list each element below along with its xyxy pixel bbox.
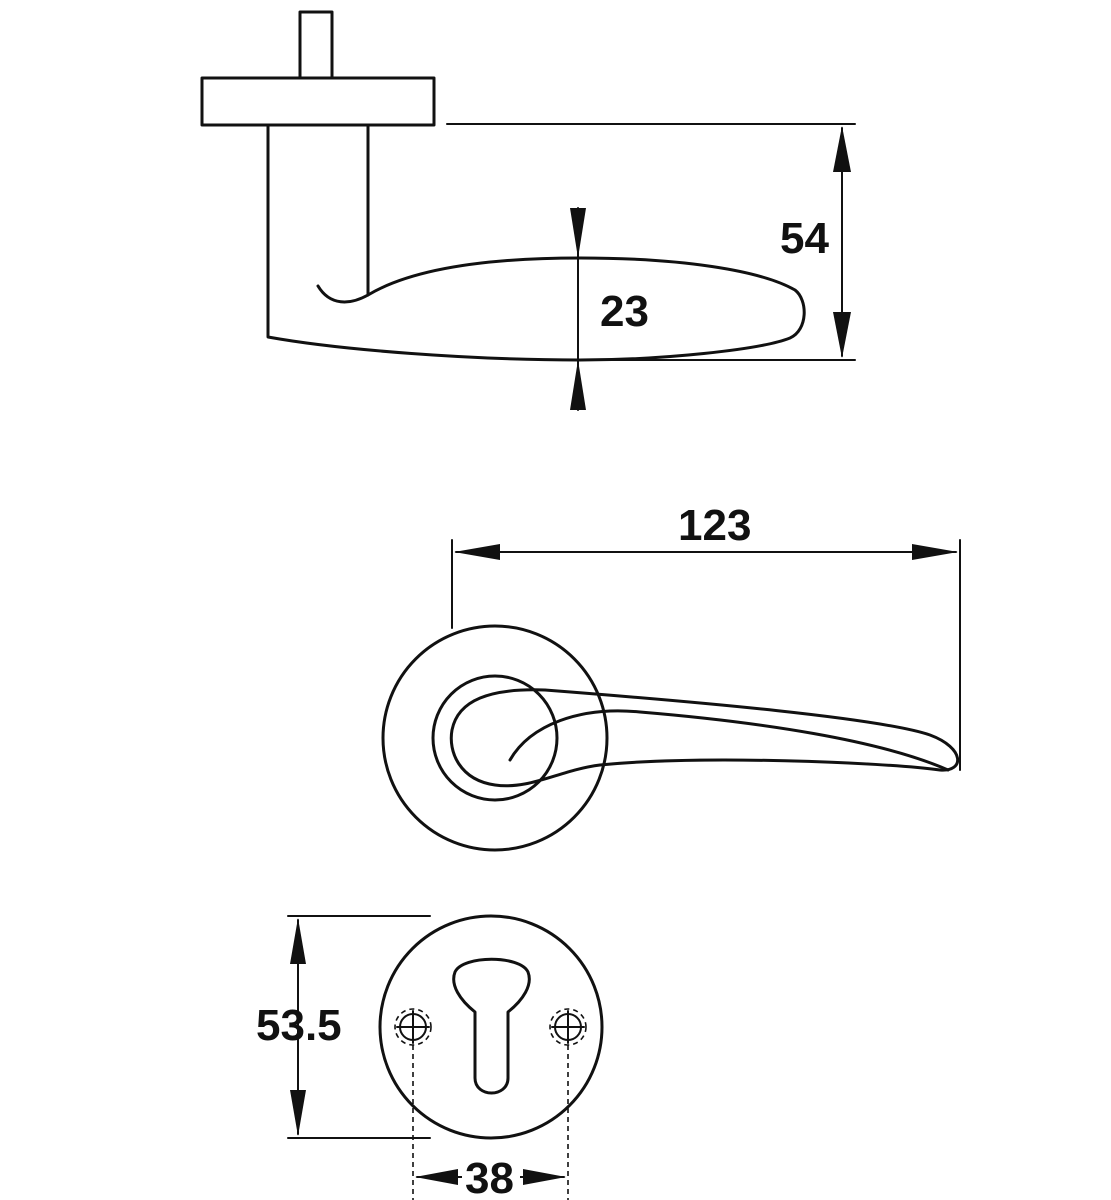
arrow-head <box>290 1090 306 1136</box>
arrow-head <box>912 544 958 560</box>
screw-left <box>394 1008 432 1046</box>
arrow-head <box>570 208 586 258</box>
lever-neck <box>266 123 806 362</box>
spindle <box>298 10 334 80</box>
lever-tip-curl <box>316 284 370 304</box>
keyhole-cylinder <box>452 957 531 1095</box>
arrow-head <box>415 1169 458 1185</box>
rose-plate <box>200 76 436 127</box>
arrow-head <box>523 1169 566 1185</box>
dimension-label-38: 38 <box>465 1154 514 1200</box>
rose-inner <box>431 674 559 802</box>
arrow-head <box>833 312 851 358</box>
arrow-head <box>570 360 586 410</box>
lever-highlight <box>508 709 950 772</box>
dimension-label-53-5: 53.5 <box>256 1001 342 1050</box>
screw-right <box>549 1008 587 1046</box>
arrow-head <box>454 544 500 560</box>
dimension-label-54: 54 <box>780 214 829 263</box>
arrow-head <box>833 126 851 172</box>
lever-body <box>449 688 959 788</box>
side-view: 54 23 <box>200 10 856 411</box>
front-view: 123 <box>381 501 961 852</box>
dimension-label-23: 23 <box>600 287 649 336</box>
escutcheon-plate <box>378 914 604 1140</box>
escutcheon-view: 53.5 38 <box>256 914 604 1200</box>
arrow-head <box>290 918 306 964</box>
dimension-label-123: 123 <box>678 501 751 550</box>
rose-outer <box>381 624 609 852</box>
